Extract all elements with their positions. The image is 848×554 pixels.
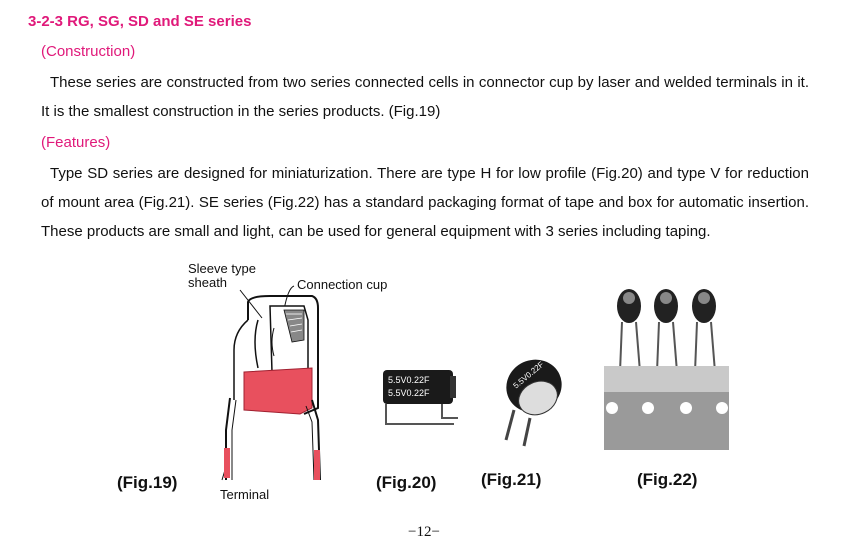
figure19-diagram bbox=[221, 285, 321, 481]
cup-annotation: Connection cup bbox=[297, 277, 388, 292]
construction-label: (Construction) bbox=[41, 43, 136, 60]
terminal-annotation: Terminal bbox=[220, 487, 270, 502]
features-label: (Features) bbox=[41, 134, 111, 151]
sleeve-annotation: Sleeve type sheath bbox=[188, 261, 256, 290]
fig22-caption: (Fig.22) bbox=[637, 470, 698, 489]
features-paragraph: Type SD series are designed for miniatur… bbox=[41, 165, 809, 240]
fig20-caption: (Fig.20) bbox=[376, 473, 437, 492]
taped-capacitor-3 bbox=[692, 289, 716, 373]
fig20-marking-top: 5.5V0.22F bbox=[388, 375, 430, 385]
fig19-caption: (Fig.19) bbox=[117, 473, 178, 492]
construction-paragraph: These series are constructed from two se… bbox=[41, 74, 809, 120]
fig21-caption: (Fig.21) bbox=[481, 470, 542, 489]
taped-capacitor-1 bbox=[617, 289, 641, 373]
figure21-image: 5.5V0.22F bbox=[504, 359, 562, 447]
section-heading: 3-2-3 RG, SG, SD and SE series bbox=[28, 13, 252, 30]
taped-capacitor-2 bbox=[654, 289, 678, 373]
page-number: −12− bbox=[408, 524, 440, 540]
figure22-image bbox=[604, 289, 729, 450]
fig20-marking-bottom: 5.5V0.22F bbox=[388, 388, 430, 398]
figure20-image: 5.5V0.22F 5.5V0.22F bbox=[383, 370, 458, 425]
